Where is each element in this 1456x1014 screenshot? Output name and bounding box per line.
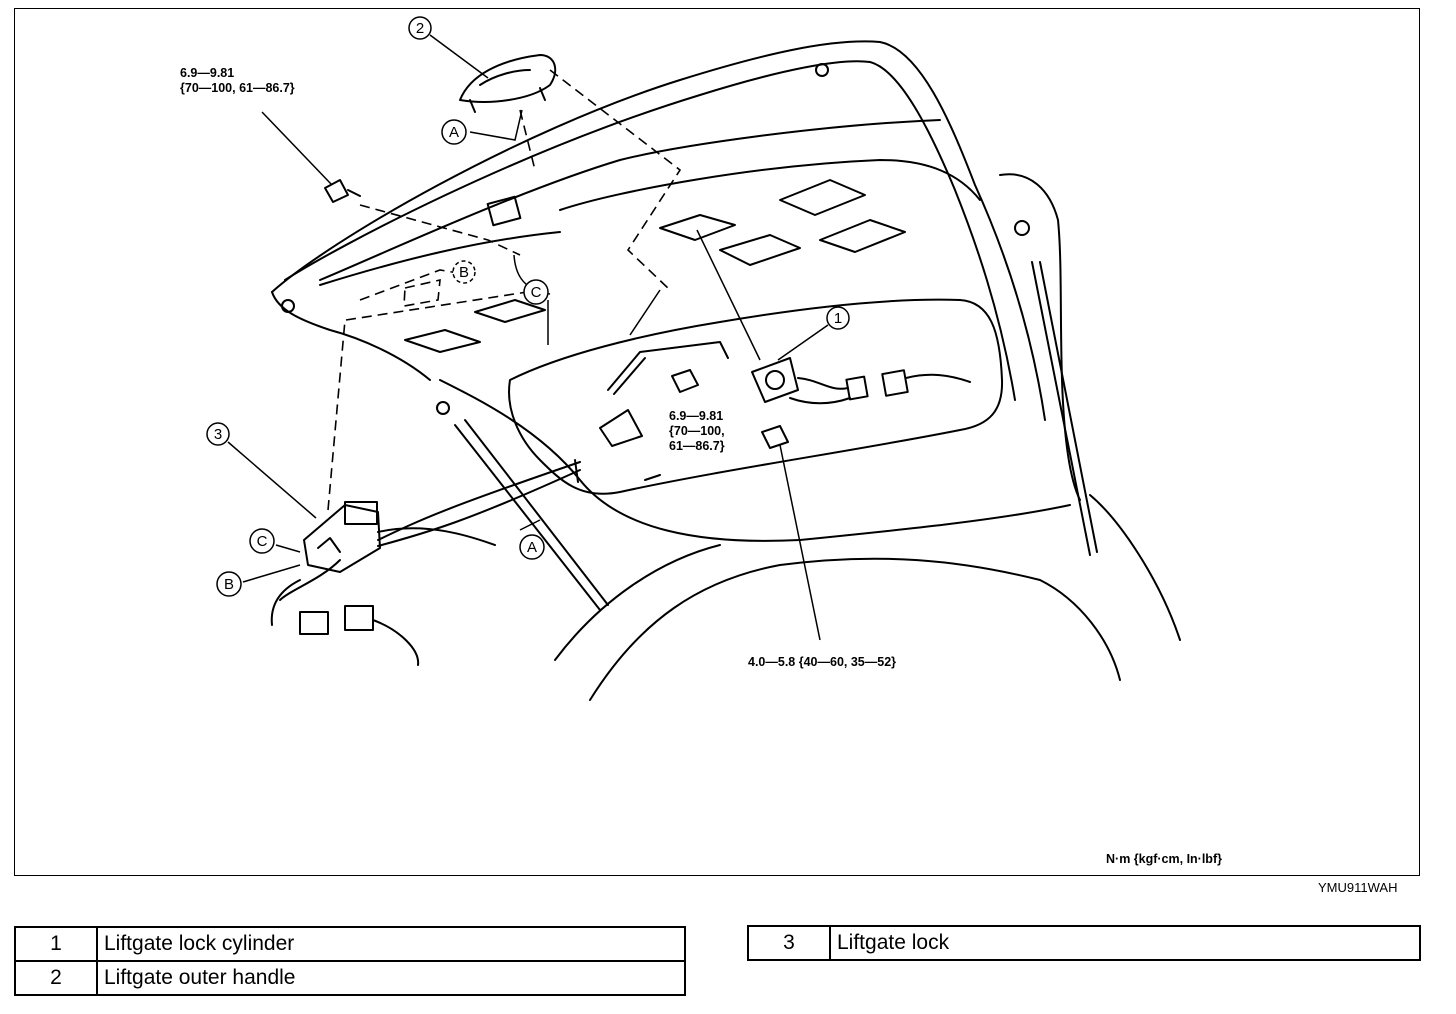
ref-a-circle-top [441, 119, 467, 145]
ref-c-circle-lower [249, 528, 275, 554]
legend-table-right: 3 Liftgate lock [747, 925, 1421, 961]
torque-spec-cylinder-nut-line1: 6.9—9.81 [669, 409, 724, 423]
torque-spec-lock-bolt: 4.0—5.8 {40—60, 35—52} [748, 655, 897, 669]
torque-spec-cylinder-nut: 6.9—9.81 {70—100, 61—86.7} [669, 409, 725, 454]
ref-b-label-top: B [459, 264, 469, 281]
outer-handle [459, 54, 557, 103]
legend-row: 2 Liftgate outer handle [14, 960, 686, 996]
figure-code: YMU911WAH [1318, 880, 1398, 895]
legend-row: 3 Liftgate lock [747, 925, 1421, 961]
inner-trim-panel [508, 298, 1004, 495]
lock-cylinder [751, 357, 799, 403]
ref-b-label-lower: B [224, 576, 234, 593]
ref-c-circle-top [523, 279, 549, 305]
liftgate-outer-edge [271, 40, 1046, 421]
legend-number: 3 [747, 925, 831, 961]
legend-row: 1 Liftgate lock cylinder [14, 926, 686, 962]
liftgate-lock [303, 504, 381, 573]
legend-label: Liftgate lock [829, 925, 1421, 961]
legend-label: Liftgate lock cylinder [96, 926, 686, 962]
ref-a-label-top: A [449, 124, 459, 141]
torque-spec-handle-bolt-line2: {70—100, 61—86.7} [180, 81, 295, 95]
torque-units-note: N·m {kgf·cm, In·lbf} [1106, 852, 1222, 866]
ref-c-label-top: C [531, 284, 542, 301]
ref-b-circle-top [452, 260, 476, 284]
callout-3-circle [206, 422, 230, 446]
callout-1-label: 1 [834, 310, 842, 327]
legend-number: 2 [14, 960, 98, 996]
torque-spec-cylinder-nut-line2: {70—100, [669, 424, 725, 438]
torque-spec-cylinder-nut-line3: 61—86.7} [669, 439, 725, 453]
cylinder-nut [671, 369, 699, 393]
callout-1-circle [826, 306, 850, 330]
legend-table-left: 1 Liftgate lock cylinder 2 Liftgate oute… [14, 926, 686, 996]
ref-c-label-lower: C [257, 533, 268, 550]
torque-spec-handle-bolt-line1: 6.9—9.81 [180, 66, 235, 80]
callout-2-circle [408, 16, 432, 40]
callout-2-label: 2 [416, 20, 424, 37]
callout-3-label: 3 [214, 426, 222, 443]
ref-a-label-lower: A [527, 539, 537, 556]
torque-spec-handle-bolt: 6.9—9.81 {70—100, 61—86.7} [180, 66, 295, 96]
legend-label: Liftgate outer handle [96, 960, 686, 996]
ref-b-circle-lower [216, 571, 242, 597]
handle-bolt [324, 179, 349, 203]
diagram-frame [14, 8, 1420, 876]
legend-number: 1 [14, 926, 98, 962]
ref-a-circle-lower [519, 534, 545, 560]
